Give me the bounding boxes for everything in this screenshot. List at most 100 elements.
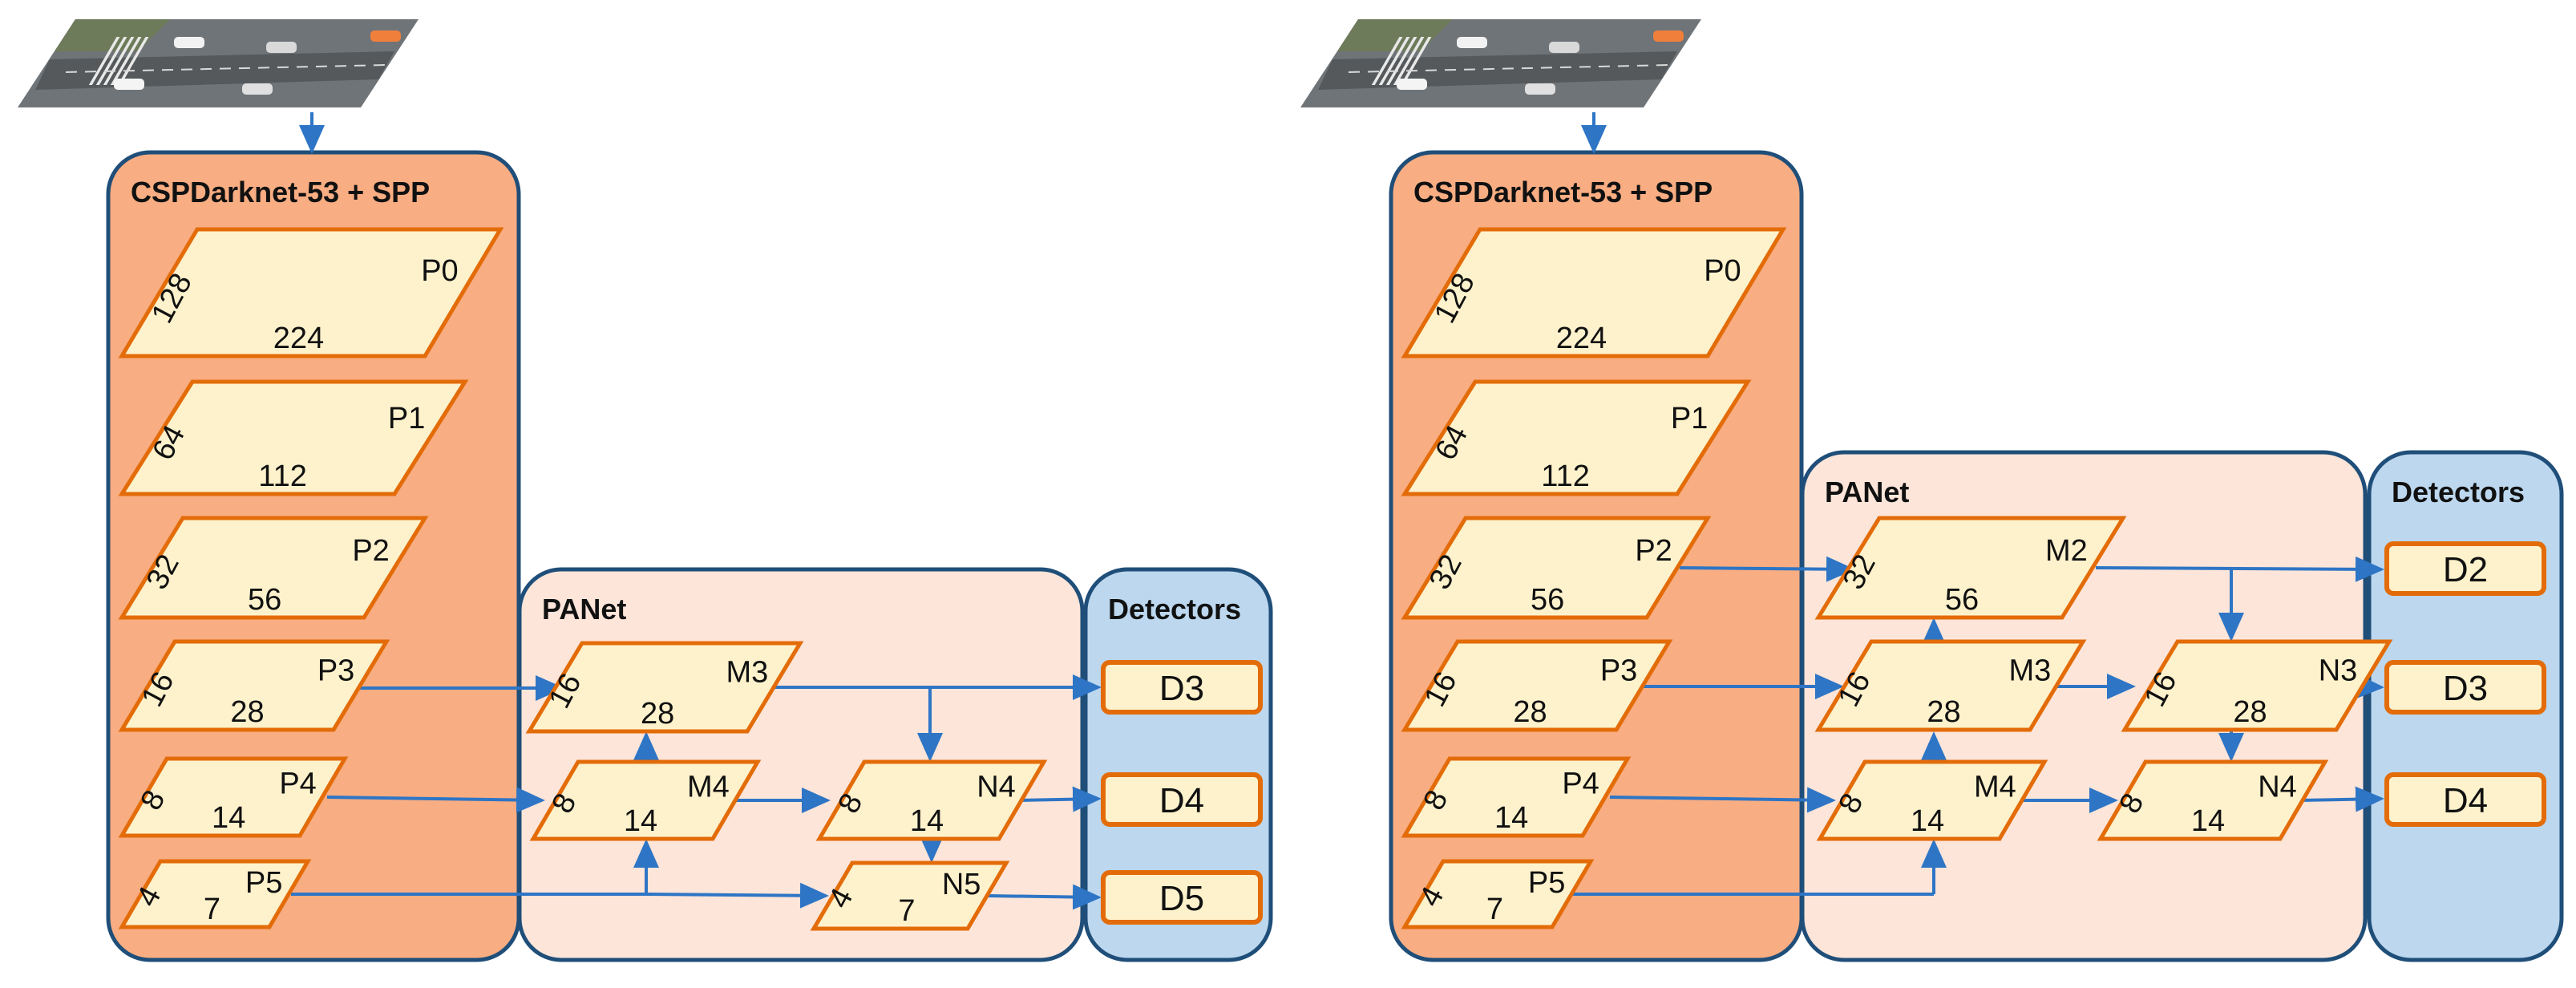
detector-label: D4 (1159, 781, 1204, 820)
detector-box (2384, 541, 2546, 596)
right-backbone-title: CSPDarknet-53 + SPP (1413, 176, 1713, 209)
feature-map-name: N3 (2319, 654, 2358, 687)
arrow-P2-M2 (1679, 556, 1855, 582)
greenery (1337, 19, 1453, 51)
feature-map-shape (1816, 759, 2048, 841)
right-detectors-title: Detectors (2392, 476, 2525, 508)
feature-map-name: M2 (2045, 534, 2088, 568)
detector-label: D3 (2443, 669, 2488, 708)
feature-map-name: P3 (1600, 654, 1637, 687)
detector-D5: D5 (1101, 870, 1263, 925)
feature-map-size: 28 (641, 697, 674, 731)
detector-D4: D4 (1101, 772, 1263, 827)
feature-map-name: P5 (245, 866, 282, 900)
feature-map-size: 28 (1927, 695, 1960, 729)
feature-map-name: M3 (2009, 654, 2052, 687)
detector-box (1101, 660, 1263, 715)
feature-map-shape (118, 639, 390, 732)
crosswalk-stripe (1371, 37, 1403, 85)
lane-line (1348, 64, 1670, 73)
feature-map-shape (1401, 516, 1712, 620)
feature-map-shape (118, 227, 504, 358)
car (266, 42, 297, 53)
feature-map-name: M4 (687, 771, 730, 804)
left-input-image (18, 19, 419, 107)
detector-box (1101, 870, 1263, 925)
feature-map-size: 28 (1513, 695, 1547, 729)
car (242, 83, 273, 95)
feature-map-size: 7 (1486, 893, 1503, 926)
crosswalk-stripe (95, 37, 127, 85)
feature-map-shape (525, 641, 804, 734)
feature-map-size: 56 (248, 583, 281, 617)
car (1397, 79, 1427, 90)
car (1525, 83, 1555, 95)
feature-map-size: 56 (1531, 583, 1564, 617)
crosswalk-stripe (1400, 37, 1432, 85)
crosswalk-stripe (1378, 37, 1410, 85)
feature-map-size: 14 (2191, 804, 2225, 838)
detector-box (2384, 772, 2546, 827)
feature-map-shape (118, 756, 349, 838)
left-detectors-title: Detectors (1108, 593, 1241, 626)
feature-map-shape (1814, 639, 2087, 732)
feature-map-size: 112 (1541, 460, 1590, 493)
right-panet-title: PANet (1825, 476, 1909, 508)
arrow-P5-N5 (645, 882, 829, 909)
arrow-P4-M4 (1609, 787, 1836, 813)
crosswalk-stripe (103, 37, 135, 85)
feature-map-size: 7 (204, 893, 220, 926)
crosswalk-stripe (1393, 37, 1425, 85)
feature-map-shape (1401, 639, 1673, 732)
feature-map-size: 14 (1911, 804, 1944, 838)
car (114, 79, 144, 90)
left-panet-title: PANet (542, 593, 626, 626)
crosswalk-stripe (110, 37, 142, 85)
detector-box (1101, 772, 1263, 827)
crosswalk-stripe (117, 37, 149, 85)
arrow-N4-D4 (2299, 786, 2384, 812)
feature-map-shape (2097, 759, 2329, 841)
feature-map-name: P3 (317, 654, 354, 687)
feature-map-size: 224 (273, 322, 324, 355)
feature-map-name: P5 (1528, 866, 1565, 900)
detector-box (2384, 660, 2546, 715)
greenery (55, 19, 170, 51)
feature-map-name: P1 (1671, 402, 1708, 435)
feature-map-size: 56 (1945, 583, 1979, 617)
feature-map-name: P1 (388, 402, 425, 435)
feature-map-size: 28 (230, 695, 264, 729)
feature-map-shape (118, 516, 429, 620)
feature-map-name: P4 (1562, 767, 1599, 801)
feature-map-shape (1401, 859, 1595, 929)
right-input-image (1300, 19, 1701, 107)
arrow-M2-D2 (2095, 556, 2384, 582)
feature-map-shape (1401, 227, 1787, 358)
feature-map-name: N4 (977, 771, 1016, 804)
crosswalk-stripe (88, 37, 120, 85)
feature-map-shape (1401, 756, 1632, 838)
car (1549, 42, 1579, 53)
detector-label: D3 (1159, 669, 1204, 708)
feature-map-name: P0 (1704, 254, 1741, 288)
feature-map-size: 14 (624, 804, 657, 838)
arrow-N4-D4 (1017, 786, 1102, 812)
feature-map-name: P2 (352, 534, 389, 568)
feature-map-name: P4 (279, 767, 316, 801)
feature-map-size: 112 (258, 460, 307, 493)
feature-map-name: M4 (1974, 771, 2016, 804)
feature-map-shape (118, 859, 312, 929)
feature-map-name: M3 (726, 655, 769, 689)
feature-map-name: P0 (421, 254, 458, 288)
